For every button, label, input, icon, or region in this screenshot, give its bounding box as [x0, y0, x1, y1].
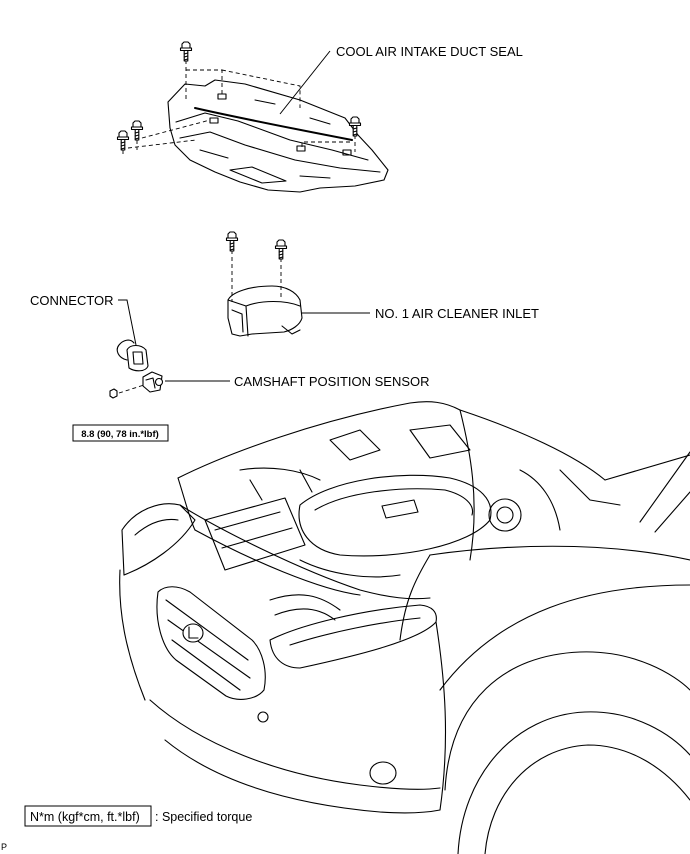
legend-unit-box: [24, 805, 152, 827]
connector-label: CONNECTOR: [30, 293, 114, 308]
duct-seal-fastener-lines: [122, 60, 356, 156]
duct-seal-leader: [279, 50, 331, 115]
legend-description: : Specified torque: [155, 810, 252, 824]
engine-emblem: [381, 499, 419, 519]
connector: [116, 339, 149, 372]
no1-air-cleaner-inlet: [227, 285, 303, 337]
torque-value: 8.8 (90, 78 in.*lbf): [81, 429, 159, 440]
duct-seal-label: COOL AIR INTAKE DUCT SEAL: [336, 44, 523, 59]
bolt-icon: [225, 231, 239, 252]
torque-box: [72, 424, 169, 442]
bolt-icon: [130, 120, 144, 141]
cool-air-intake-duct-seal: [167, 79, 389, 193]
sensor-bolt-line: [118, 384, 145, 394]
sensor-bolt-icon: [109, 388, 118, 399]
vehicle-front: [119, 401, 690, 854]
washer-marker: [257, 711, 269, 723]
air-cleaner-inlet-label: NO. 1 AIR CLEANER INLET: [375, 306, 539, 321]
lexus-logo-icon: [182, 623, 204, 643]
connector-leader: [118, 299, 137, 346]
bolt-icon: [179, 41, 193, 62]
corner-mark: P: [1, 842, 7, 852]
camshaft-sensor-label: CAMSHAFT POSITION SENSOR: [234, 374, 430, 389]
legend-unit-text: N*m (kgf*cm, ft.*lbf): [30, 810, 140, 824]
fog-light: [369, 761, 397, 785]
bolt-icon: [116, 130, 130, 151]
engine-cover: [298, 474, 492, 557]
camshaft-position-sensor: [142, 371, 164, 393]
bolt-icon: [274, 239, 288, 260]
